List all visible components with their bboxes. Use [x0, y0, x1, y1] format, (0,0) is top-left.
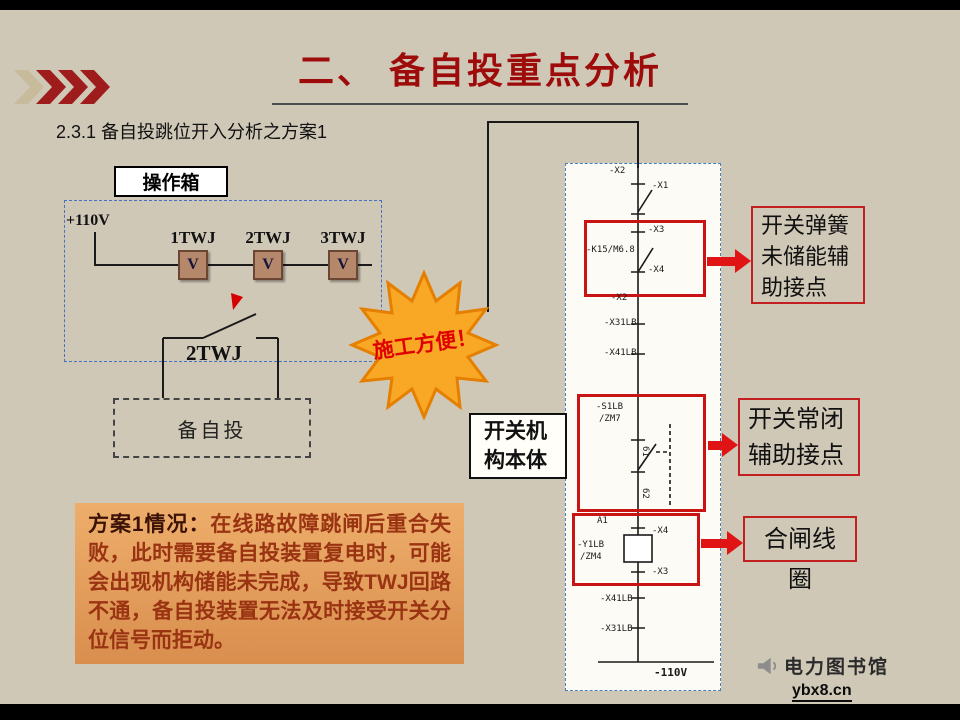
relay-box-icon: V — [328, 250, 358, 280]
mechanism-label-box: 开关机构本体 — [469, 413, 567, 479]
relay-box-icon: V — [253, 250, 283, 280]
relay-2twj: 2TWJ V — [236, 228, 300, 280]
switch-contact-label: 2TWJ — [186, 341, 243, 365]
brand-name: 电力图书馆 — [784, 657, 890, 678]
circuit-label: -X41LB — [600, 594, 633, 604]
circuit-label: /ZM7 — [599, 414, 621, 424]
page-title: 二、 备自投重点分析 — [0, 42, 960, 105]
circuit-label: -K15/M6.8 — [586, 245, 635, 255]
circuit-label: 62 — [640, 488, 650, 499]
circuit-label: -X41LB — [604, 348, 637, 358]
relay-box-icon: V — [178, 250, 208, 280]
relay-3twj: 3TWJ V — [311, 228, 375, 280]
top-black-bar — [0, 0, 960, 10]
mechanism-label: 开关机构本体 — [484, 420, 547, 472]
relay-name: 3TWJ — [320, 228, 366, 247]
circuit-label: 61 — [640, 446, 650, 457]
circuit-label: -X1 — [652, 181, 669, 191]
note-body: 在线路故障跳闸后重合失败，此时需要备自投装置复电时，可能会出现机构储能未完成，导… — [88, 513, 451, 652]
circuit-label: -X3 — [648, 225, 665, 235]
relay-symbol: V — [187, 256, 199, 273]
callout-spring-not-charged: 开关弹簧未储能辅助接点 — [751, 206, 865, 304]
relay-symbol: V — [262, 256, 274, 273]
circuit-label: -X31LB — [604, 318, 637, 328]
relay-name: 1TWJ — [170, 228, 216, 247]
page-title-text: 二、 备自投重点分析 — [271, 42, 688, 105]
operation-box-label: 操作箱 — [114, 166, 228, 197]
relay-symbol: V — [337, 256, 349, 273]
brand-logo: 电力图书馆 — [756, 652, 889, 679]
circuit-label: -X31LB — [600, 624, 633, 634]
brand-url-link[interactable]: ybx8.cn — [792, 682, 852, 702]
circuit-label: -X2 — [609, 166, 626, 176]
chevron-decoration-icon — [14, 70, 110, 104]
note-title: 方案1情况： — [88, 513, 211, 536]
section-subtitle: 2.3.1 备自投跳位开入分析之方案1 — [56, 122, 328, 142]
circuit-label: /ZM4 — [580, 552, 602, 562]
circuit-label: A1 — [597, 516, 608, 526]
relay-name: 2TWJ — [245, 228, 291, 247]
voltage-label: +110V — [66, 212, 110, 229]
circuit-label: -X4 — [648, 265, 665, 275]
scenario-note-box: 方案1情况：在线路故障跳闸后重合失败，此时需要备自投装置复电时，可能会出现机构储… — [75, 503, 464, 664]
callout-nc-aux-contact: 开关常闭辅助接点 — [738, 398, 860, 476]
circuit-label: -X4 — [652, 526, 669, 536]
circuit-label: -Y1LB — [577, 540, 605, 550]
callout-closing-coil: 合闸线圈 — [743, 516, 857, 593]
circuit-label: -X3 — [652, 567, 669, 577]
circuit-voltage-label: -110V — [654, 666, 688, 679]
bottom-black-bar — [0, 704, 960, 720]
circuit-label: -X2 — [611, 293, 628, 303]
backup-auto-switch-box: 备自投 — [113, 398, 311, 458]
operation-box-outline — [64, 200, 382, 362]
relay-1twj: 1TWJ V — [161, 228, 225, 280]
megaphone-icon — [757, 657, 777, 674]
highlight-spring-contact — [584, 220, 706, 297]
circuit-label: -S1LB — [596, 402, 624, 412]
